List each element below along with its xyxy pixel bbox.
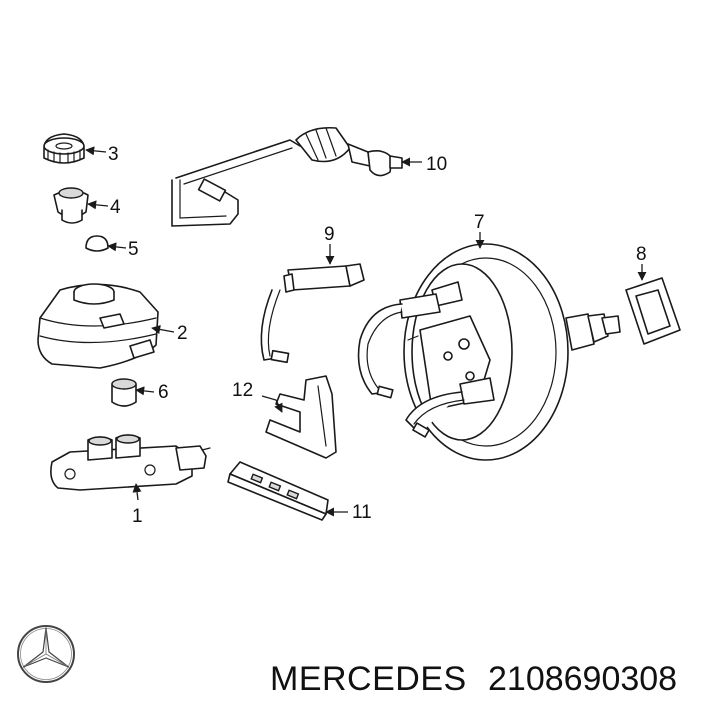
callout-11: 11 bbox=[352, 502, 372, 523]
callout-7: 7 bbox=[474, 212, 485, 233]
part-3-cap bbox=[43, 133, 85, 164]
part-5-small-cap bbox=[85, 235, 109, 252]
leader-lines bbox=[85, 146, 647, 517]
callout-1: 1 bbox=[132, 506, 143, 527]
callout-10: 10 bbox=[426, 154, 447, 175]
callout-3: 3 bbox=[108, 144, 119, 165]
callout-12: 12 bbox=[232, 380, 253, 401]
callout-4: 4 bbox=[110, 197, 121, 218]
part-number: 2108690308 bbox=[488, 660, 678, 698]
brand-name: MERCEDES bbox=[270, 660, 467, 698]
part-2-reservoir bbox=[37, 283, 159, 369]
part-10-vacuum-hose bbox=[171, 126, 403, 227]
callout-labels: 3 4 5 2 6 1 10 7 8 9 12 11 bbox=[108, 144, 647, 527]
callout-6: 6 bbox=[158, 382, 169, 403]
part-4-strainer bbox=[53, 187, 89, 224]
part-12-bracket bbox=[265, 375, 337, 459]
part-8-gasket bbox=[625, 277, 681, 345]
part-1-master-cylinder bbox=[50, 434, 211, 491]
part-9-sensor bbox=[260, 263, 365, 364]
part-6-grommet bbox=[111, 378, 137, 407]
callout-5: 5 bbox=[128, 239, 139, 260]
part-11-bracket bbox=[227, 461, 329, 521]
callout-8: 8 bbox=[636, 244, 647, 265]
mercedes-star-icon bbox=[17, 625, 75, 683]
callout-9: 9 bbox=[324, 224, 335, 245]
callout-2: 2 bbox=[177, 323, 188, 344]
part-7-brake-booster bbox=[357, 243, 621, 461]
